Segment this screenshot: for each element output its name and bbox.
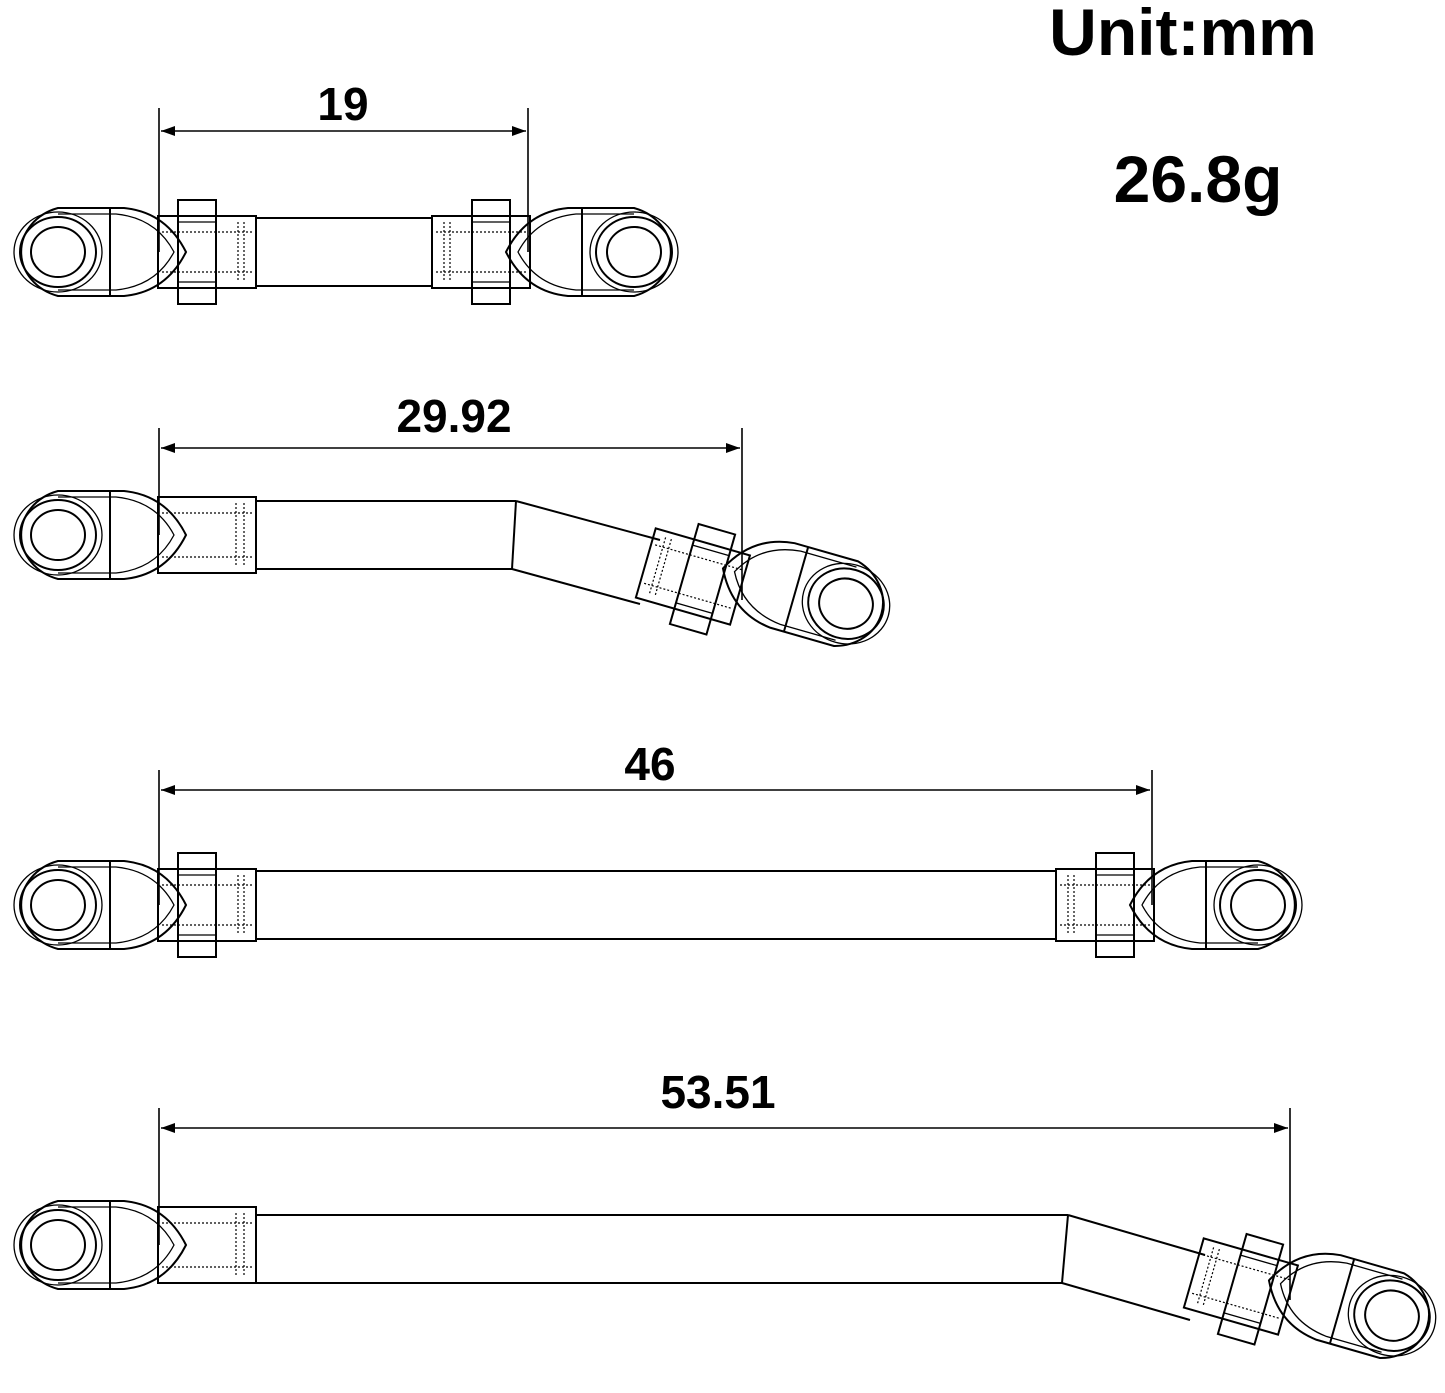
dimension-label: 46 — [624, 738, 675, 790]
tie-rod-19: 19 — [13, 78, 679, 305]
dimension-label: 29.92 — [396, 390, 511, 442]
unit-label: Unit:mm — [1049, 0, 1317, 69]
tie-rod-53-51: 53.51 — [13, 1066, 1445, 1372]
dimension-label: 53.51 — [660, 1066, 775, 1118]
tie-rod-46: 46 — [13, 738, 1303, 958]
tie-rod-29-92: 29.92 — [13, 390, 902, 660]
weight-label: 26.8g — [1114, 142, 1283, 216]
dimension-label: 19 — [317, 78, 368, 130]
